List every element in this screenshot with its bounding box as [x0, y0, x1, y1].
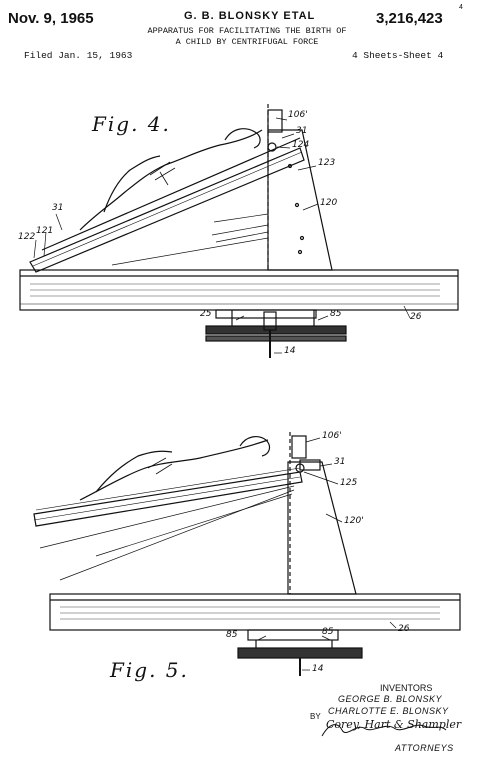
fig4-label: 122 [18, 232, 36, 242]
inventor-name-2: CHARLOTTE E. BLONSKY [328, 706, 449, 716]
fig5-label: 85 [226, 630, 238, 640]
fig5-support [287, 461, 357, 595]
fig5-label: 85 [322, 627, 334, 637]
title-line-2: A CHILD BY CENTRIFUGAL FORCE [175, 37, 319, 47]
inventor-name-1: GEORGE B. BLONSKY [338, 694, 443, 704]
fig5-label: 14 [312, 664, 324, 674]
fig4-drawing [19, 104, 459, 358]
fig4-pivot [267, 142, 277, 152]
attorney-signature: Corey, Hart & Shampler [326, 718, 462, 731]
fig5-label: 125 [340, 478, 358, 488]
fig4-pulley-lower [205, 335, 347, 342]
fig5-platform-line [33, 476, 301, 521]
fig4-label: 85 [330, 309, 342, 319]
fig4-hub-top [215, 309, 317, 319]
by-label: BY [310, 712, 321, 721]
fig4-label: 31 [52, 203, 64, 213]
fig4-platform-line [32, 151, 303, 267]
fig5-figure-head [239, 436, 271, 457]
fig5-label: 31 [334, 457, 346, 467]
fig5-pulley [237, 647, 363, 659]
fig5-label: 26 [398, 624, 410, 634]
sheet-count: 4 Sheets-Sheet 4 [352, 50, 444, 61]
fig4-label: 25 [200, 309, 212, 319]
fig4-label: 26 [410, 312, 422, 322]
fig4-platform-edge [41, 137, 301, 251]
fig5-hub-top [247, 629, 339, 641]
fig5-figure-outline [79, 439, 269, 501]
fig5-title: Fig. 5. [110, 658, 189, 682]
fig4-label: 120 [320, 198, 338, 208]
fig4-post [267, 109, 283, 133]
fig5-leaders [257, 437, 397, 671]
side-mark: 4 [459, 4, 463, 11]
fig4-dot [297, 249, 303, 255]
fig5-straps [147, 457, 173, 475]
filed-date: Filed Jan. 15, 1963 [24, 50, 133, 61]
fig5-label: 106' [322, 431, 342, 441]
fig4-figure-head [224, 128, 261, 149]
title-line-1: APPARATUS FOR FACILITATING THE BIRTH OF [147, 26, 347, 36]
fig4-label: 123 [318, 158, 336, 168]
fig4-label: 124 [292, 140, 310, 150]
fig4-label: 14 [284, 346, 296, 356]
fig4-title: Fig. 4. [92, 112, 171, 136]
fig5-beam-hatching [60, 606, 440, 620]
fig4-label: 106' [288, 110, 308, 120]
fig4-dot [287, 163, 293, 169]
fig4-shading [111, 213, 269, 266]
fig5-drawing [33, 432, 461, 676]
inventors-heading: INVENTORS [380, 683, 433, 693]
fig4-dot [294, 202, 300, 208]
fig5-swing-lines [39, 485, 295, 581]
fig5-label: 120' [344, 516, 364, 526]
patent-number: 3,216,423 [376, 10, 443, 27]
fig4-label: 31 [296, 126, 308, 136]
fig5-post [291, 435, 307, 459]
fig4-label: 121 [36, 226, 54, 236]
attorneys-label: ATTORNEYS [395, 743, 454, 753]
fig5-platform [33, 471, 303, 527]
fig4-leaders [33, 117, 411, 354]
fig5-figure-leg [95, 450, 173, 493]
patent-date: Nov. 9, 1965 [8, 10, 94, 27]
fig4-dot [299, 235, 305, 241]
fig5-platform-edge [35, 467, 301, 511]
fig4-beam-hatching [30, 283, 440, 297]
signature-flourish [321, 724, 447, 737]
fig4-straps [149, 161, 176, 186]
fig4-figure-leg [103, 155, 161, 213]
fig4-platform [29, 147, 305, 273]
fig5-bracket [299, 459, 321, 471]
inventor-header: G. B. BLONSKY ETAL [184, 10, 316, 22]
